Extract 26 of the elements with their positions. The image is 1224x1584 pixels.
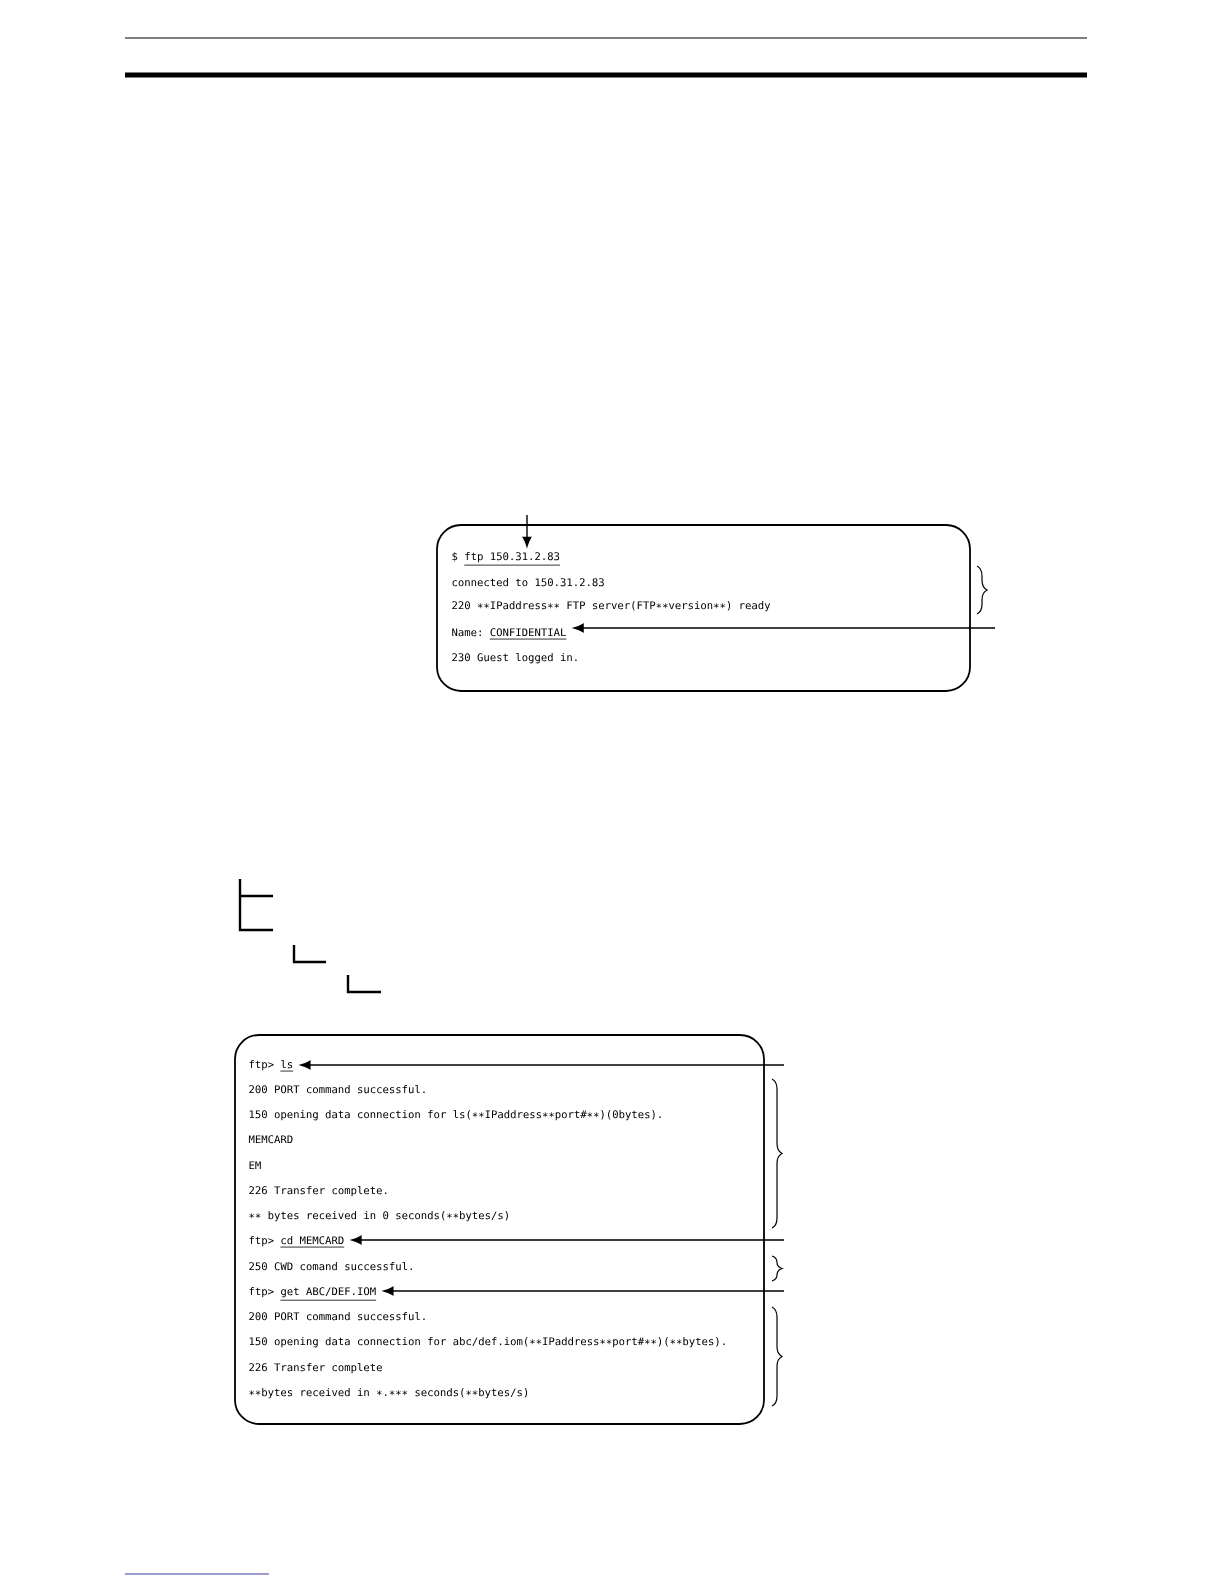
arrow: [573, 623, 996, 633]
terminal-line: 220 ∗∗IPaddress∗∗ FTP server(FTP∗∗version∗∗) ready: [452, 601, 771, 612]
terminal-line: ∗∗bytes received in ∗.∗∗∗ seconds(∗∗bytes/s): [249, 1388, 528, 1399]
terminal-line: 230 Guest logged in.: [452, 653, 577, 664]
terminal-line: ∗∗ bytes received in 0 seconds(∗∗bytes/s): [249, 1211, 508, 1222]
terminal-line: 200 PORT command successful.: [249, 1085, 425, 1094]
terminal-line: 226 Transfer complete: [249, 1363, 382, 1374]
terminal-line: 150 opening data connection for ls(∗∗IPaddress∗∗port#∗∗)(0bytes).: [249, 1110, 661, 1121]
command-line: ftp> ls: [249, 1060, 294, 1072]
terminal-line: connected to 150.31.2.83: [452, 578, 604, 587]
command-line: $ ftp 150.31.2.83: [452, 552, 561, 566]
terminal-line: 226 Transfer complete.: [249, 1186, 387, 1197]
terminal-line: 150 opening data connection for abc/def.iom(∗∗IPaddress∗∗port#∗∗)(∗∗bytes).: [249, 1337, 725, 1348]
terminal-screen: [436, 524, 971, 692]
arrow: [522, 514, 532, 547]
terminal-screen: [234, 1034, 765, 1425]
terminal-line: MEMCARD: [248, 1135, 293, 1144]
command-line: ftp> cd MEMCARD: [249, 1236, 345, 1248]
terminal-line: 200 PORT command successful.: [249, 1312, 425, 1321]
command-line: Name: CONFIDENTIAL: [452, 628, 567, 640]
terminal-line: EM: [249, 1161, 261, 1170]
terminal-line: 250 CWD comand successful.: [249, 1262, 412, 1271]
arrow: [383, 1286, 785, 1296]
arrow: [351, 1235, 785, 1245]
command-line: ftp> get ABC/DEF.IOM: [249, 1287, 377, 1301]
arrow: [300, 1060, 785, 1070]
